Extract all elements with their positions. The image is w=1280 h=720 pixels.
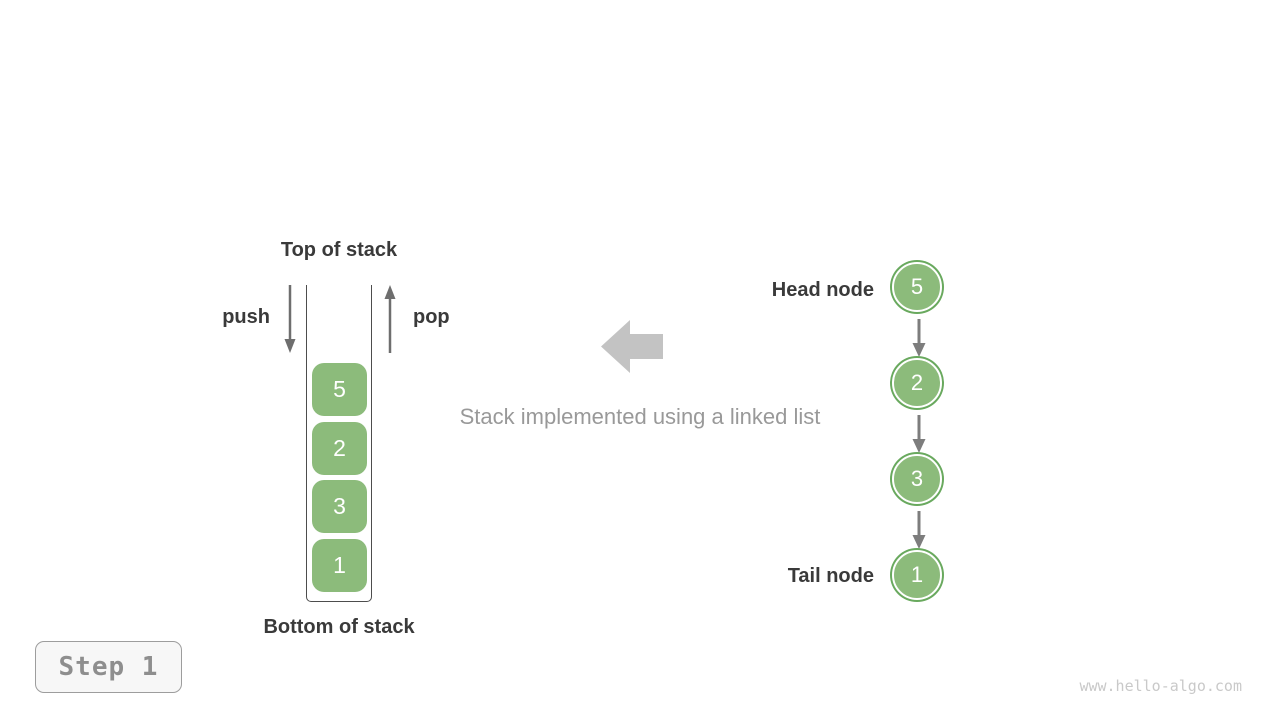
node-value: 3 (910, 466, 924, 491)
stack-item-value: 1 (333, 552, 346, 578)
link-arrow-icon (912, 415, 926, 453)
left-block-arrow-icon (601, 320, 663, 373)
node-value: 1 (910, 562, 924, 587)
stack-bottom-label: Bottom of stack (263, 616, 415, 638)
linked-list-node: 2 (892, 358, 942, 408)
linked-list-node: 1 (892, 550, 942, 600)
watermark: www.hello-algo.com (1079, 677, 1242, 695)
head-node-label: Head node (771, 279, 874, 301)
node-value: 5 (910, 274, 924, 299)
stack-item-value: 2 (333, 435, 346, 461)
tail-node-label: Tail node (787, 565, 874, 587)
pop-label: pop (413, 306, 450, 328)
linked-list-node: 5 (892, 262, 942, 312)
push-label: push (222, 306, 270, 328)
push-arrow-icon (284, 285, 296, 353)
step-badge: Step 1 (35, 641, 182, 693)
stack-item-value: 5 (333, 376, 346, 402)
stack-item-value: 3 (333, 493, 346, 519)
stack-item: 1 (312, 539, 367, 592)
node-value: 2 (910, 370, 924, 395)
pop-arrow-icon (384, 285, 396, 353)
linked-list-node: 3 (892, 454, 942, 504)
link-arrow-icon (912, 511, 926, 549)
stack-item: 5 (312, 363, 367, 416)
stack-top-label: Top of stack (280, 239, 398, 261)
link-arrow-icon (912, 319, 926, 357)
stack-item: 3 (312, 480, 367, 533)
diagram-caption: Stack implemented using a linked list (459, 404, 821, 429)
stack-item: 2 (312, 422, 367, 475)
